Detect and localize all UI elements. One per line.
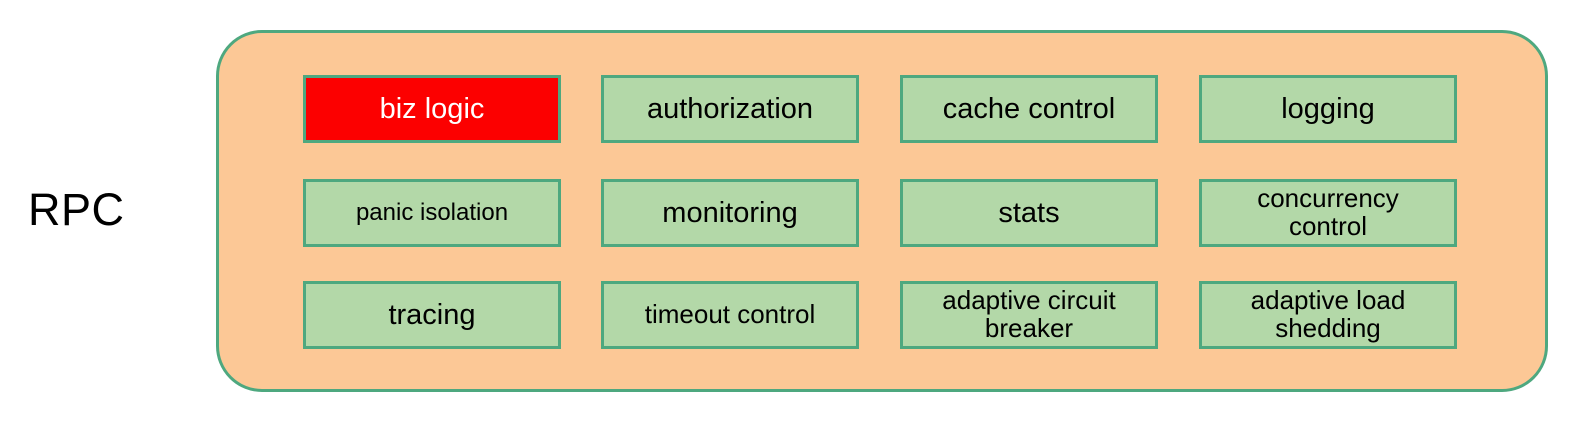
middleware-row: panic isolation monitoring stats concurrenc… — [303, 179, 1464, 247]
rpc-middleware-container: biz logic authorization cache control loggi… — [216, 30, 1548, 392]
middleware-box-label: logging — [1281, 92, 1375, 125]
middleware-box-label: monitoring — [662, 196, 798, 229]
middleware-box-label: timeout control — [644, 299, 816, 330]
middleware-box-cache-control[interactable]: cache control — [900, 75, 1158, 143]
middleware-box-label: adaptive circuit breaker — [942, 285, 1116, 343]
middleware-box-panic-isolation[interactable]: panic isolation — [303, 179, 561, 247]
middleware-box-label: stats — [998, 196, 1060, 229]
middleware-box-tracing[interactable]: tracing — [303, 281, 561, 349]
middleware-box-logging[interactable]: logging — [1199, 75, 1457, 143]
middleware-box-label: tracing — [388, 298, 476, 331]
middleware-grid: biz logic authorization cache control loggi… — [303, 75, 1464, 350]
middleware-box-adaptive-load-shedding[interactable]: adaptive load shedding — [1199, 281, 1457, 349]
middleware-box-adaptive-circuit-breaker[interactable]: adaptive circuit breaker — [900, 281, 1158, 349]
middleware-box-stats[interactable]: stats — [900, 179, 1158, 247]
middleware-box-monitoring[interactable]: monitoring — [601, 179, 859, 247]
middleware-box-label: cache control — [942, 92, 1116, 125]
middleware-row: biz logic authorization cache control loggi… — [303, 75, 1464, 143]
middleware-box-label: panic isolation — [355, 199, 509, 227]
middleware-box-authorization[interactable]: authorization — [601, 75, 859, 143]
middleware-box-label: concurrency control — [1257, 183, 1399, 241]
middleware-box-biz-logic[interactable]: biz logic — [303, 75, 561, 143]
middleware-box-timeout-control[interactable]: timeout control — [601, 281, 859, 349]
middleware-box-label: biz logic — [379, 92, 485, 125]
middleware-box-label: adaptive load shedding — [1250, 285, 1406, 343]
middleware-box-concurrency-control[interactable]: concurrency control — [1199, 179, 1457, 247]
rpc-caption: RPC — [28, 184, 125, 235]
middleware-box-label: authorization — [646, 92, 814, 125]
middleware-row: tracing timeout control adaptive circuit b… — [303, 281, 1464, 349]
